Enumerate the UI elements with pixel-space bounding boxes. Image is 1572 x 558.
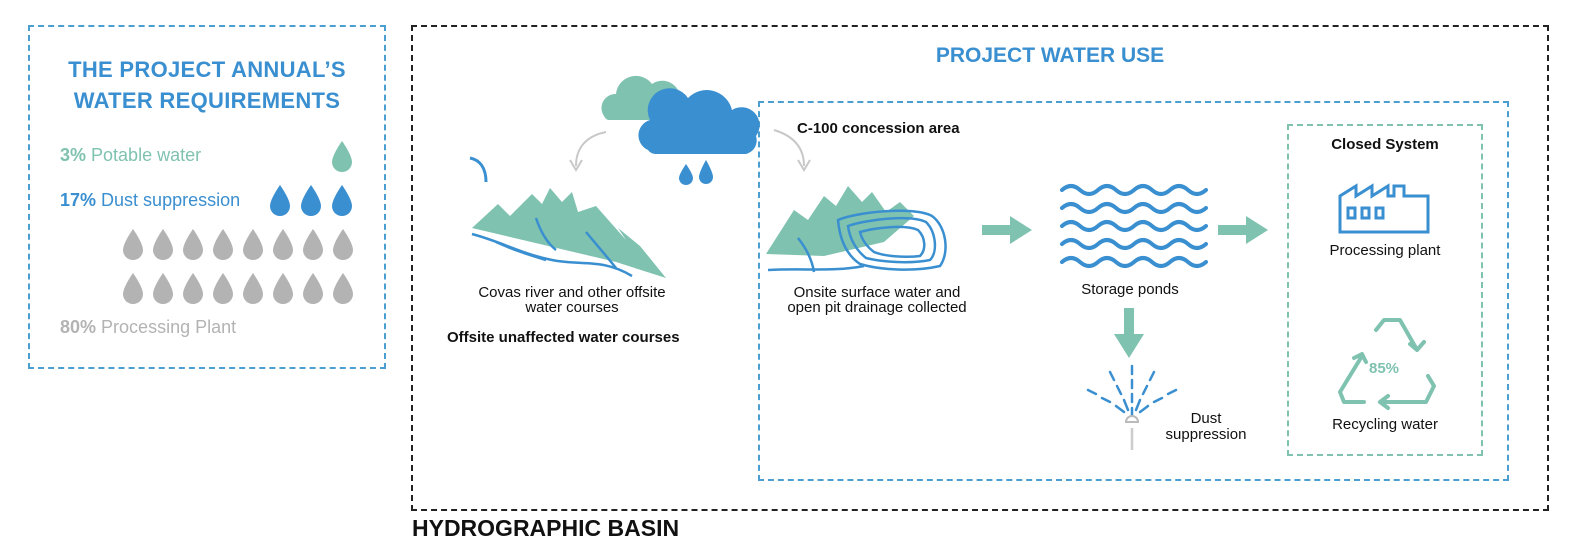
potable-label: Potable water bbox=[91, 145, 202, 165]
recycling-percent: 85% bbox=[1368, 360, 1400, 377]
hydrographic-basin-label: HYDROGRAPHIC BASIN bbox=[412, 515, 680, 541]
offsite-unaffected-label: Offsite unaffected water courses bbox=[447, 329, 680, 346]
processing-row: 80% Processing Plant bbox=[60, 317, 236, 338]
offsite-mountains-icon bbox=[469, 156, 666, 278]
closed-system-title: Closed System bbox=[1331, 136, 1439, 153]
processing-plant-label: Processing plant bbox=[1329, 242, 1441, 259]
rain-cloud-icon bbox=[601, 75, 760, 185]
dust-drop-icon bbox=[301, 185, 321, 216]
rain-arrow-left-icon bbox=[569, 131, 607, 172]
dust-drop-icon bbox=[332, 185, 352, 216]
offsite-caption-line2: water courses bbox=[525, 299, 619, 316]
hydrographic-basin-box bbox=[411, 25, 1549, 511]
processing-drops-icon bbox=[123, 229, 353, 304]
storage-ponds-label: Storage ponds bbox=[1081, 281, 1179, 298]
processing-percent: 80% bbox=[60, 317, 97, 337]
storage-ponds-icon bbox=[1060, 184, 1208, 268]
onsite-caption-line1: Onsite surface water and bbox=[793, 284, 961, 301]
offsite-caption-line1: Covas river and other offsite bbox=[478, 284, 666, 301]
potable-row: 3% Potable water bbox=[60, 145, 201, 166]
dust-suppression-label-line2: suppression bbox=[1165, 426, 1247, 443]
dust-drops-icon bbox=[270, 185, 352, 216]
rain-arrow-right-icon bbox=[773, 129, 811, 172]
factory-icon bbox=[1338, 183, 1430, 234]
arrow-down-icon bbox=[1114, 308, 1144, 358]
closed-system-box bbox=[1287, 124, 1483, 456]
recycling-icon bbox=[1338, 318, 1436, 410]
requirements-panel: THE PROJECT ANNUAL’S WATER REQUIREMENTS … bbox=[28, 25, 386, 369]
arrow-to-closed-system-icon bbox=[1218, 216, 1268, 244]
sprinkler-icon bbox=[1086, 364, 1178, 450]
dust-percent: 17% bbox=[60, 190, 97, 210]
requirements-title-line2: WATER REQUIREMENTS bbox=[73, 88, 341, 113]
concession-area-box bbox=[758, 101, 1509, 481]
potable-percent: 3% bbox=[60, 145, 87, 165]
onsite-caption-line2: open pit drainage collected bbox=[787, 299, 967, 316]
project-water-use-title: PROJECT WATER USE bbox=[935, 44, 1165, 67]
dust-row: 17% Dust suppression bbox=[60, 190, 240, 211]
potable-drop-icon bbox=[332, 141, 352, 172]
dust-label: Dust suppression bbox=[101, 190, 241, 210]
processing-label: Processing Plant bbox=[101, 317, 237, 337]
dust-drop-icon bbox=[270, 185, 290, 216]
open-pit-mountains-icon bbox=[766, 186, 947, 273]
dust-suppression-label-line1: Dust bbox=[1190, 410, 1222, 427]
concession-area-label: C-100 concession area bbox=[797, 120, 960, 137]
arrow-to-storage-icon bbox=[982, 216, 1032, 244]
requirements-title-line1: THE PROJECT ANNUAL’S bbox=[68, 57, 346, 82]
recycling-water-label: Recycling water bbox=[1332, 416, 1438, 433]
